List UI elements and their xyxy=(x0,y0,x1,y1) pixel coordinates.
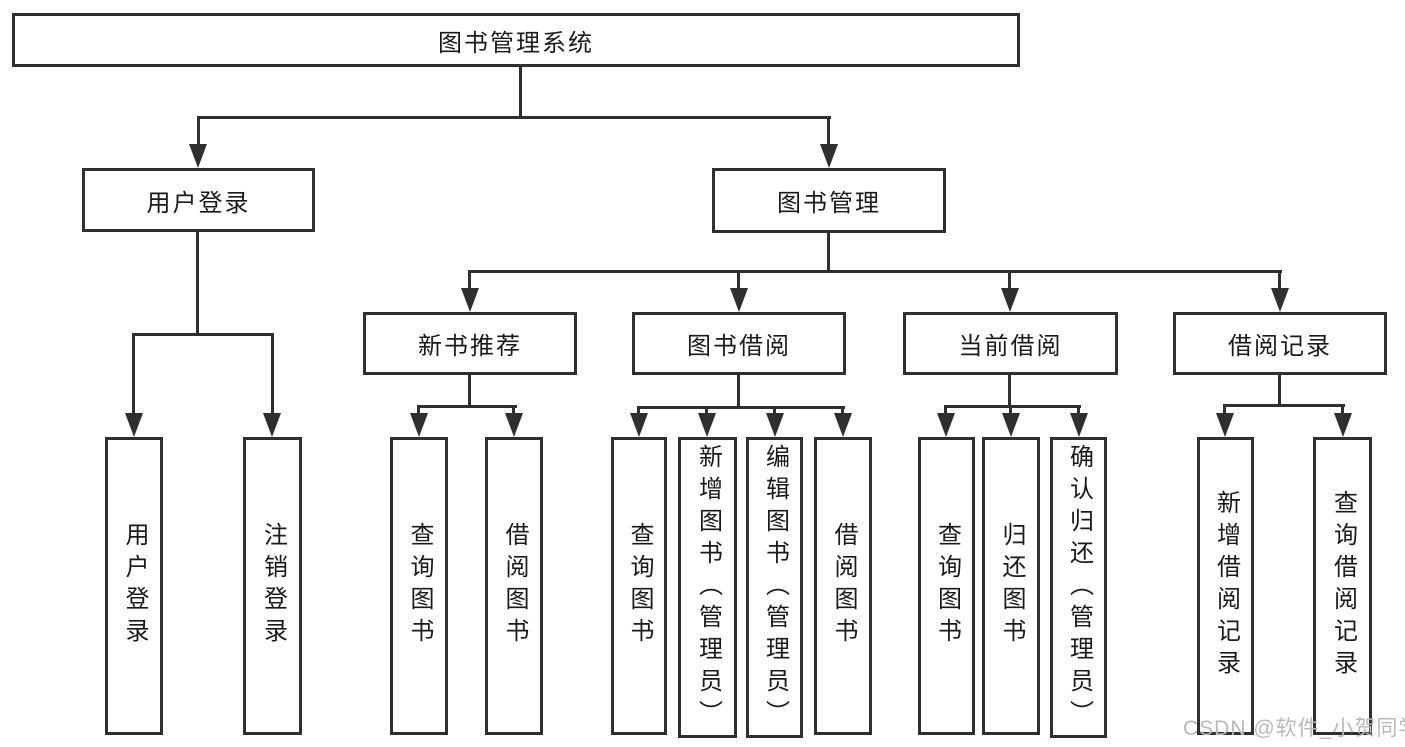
leaf-edit-books-admin: 编辑图书（管理员） xyxy=(746,437,803,738)
node-current-borrowing: 当前借阅 xyxy=(903,312,1118,375)
arrow-down-add-borrowing-record xyxy=(1216,413,1234,437)
connector-bookmgmt-drop-2 xyxy=(737,270,740,292)
arrow-down-add-books-admin xyxy=(698,413,716,437)
arrow-down-edit-books-admin xyxy=(766,413,784,437)
connector-bookmgmt-split xyxy=(468,270,1282,273)
arrow-down-borrow-books-recommend xyxy=(505,413,523,437)
leaf-query-books-borrowing-label: 查询图书 xyxy=(626,522,653,650)
connector-borrowing-split xyxy=(637,406,845,409)
leaf-query-books-current-label: 查询图书 xyxy=(933,522,961,650)
connector-current-drop-1 xyxy=(944,405,947,417)
connector-root-drop-right xyxy=(827,116,830,148)
arrow-down-query-books-current xyxy=(937,413,955,437)
leaf-borrow-books: 借阅图书 xyxy=(814,437,872,735)
leaf-query-borrowing-record-label: 查询借阅记录 xyxy=(1329,490,1357,682)
connector-records-split xyxy=(1223,404,1345,407)
node-borrowing-records: 借阅记录 xyxy=(1173,312,1387,375)
leaf-query-books-borrowing: 查询图书 xyxy=(611,437,667,735)
connector-borrowing-drop-3 xyxy=(773,406,776,417)
connector-borrowing-drop-4 xyxy=(841,406,844,417)
arrow-down-query-books-recommend xyxy=(410,413,428,437)
connector-userlogin-split xyxy=(132,333,274,336)
connector-bookmgmt-drop-4 xyxy=(1278,270,1281,292)
connector-userlogin-drop-1 xyxy=(132,333,135,415)
leaf-return-books-label: 归还图书 xyxy=(998,522,1025,650)
connector-records-stem xyxy=(1278,375,1281,407)
leaf-confirm-return-admin: 确认归还（管理员） xyxy=(1050,437,1107,738)
arrow-down-confirm-return-admin xyxy=(1070,413,1088,437)
leaf-query-borrowing-record: 查询借阅记录 xyxy=(1313,437,1372,735)
arrow-down-leaf-user-login xyxy=(125,413,143,437)
leaf-user-login-label: 用户登录 xyxy=(121,522,148,650)
arrow-down-borrowing-records xyxy=(1271,288,1289,312)
arrow-down-new-book-recommendation xyxy=(461,288,479,312)
arrow-down-return-books xyxy=(1002,413,1020,437)
connector-userlogin-stem xyxy=(196,232,199,336)
connector-recommend-stem xyxy=(468,375,471,408)
node-user-login: 用户登录 xyxy=(82,168,315,232)
leaf-confirm-return-admin-label: 确认归还（管理员） xyxy=(1065,443,1093,732)
leaf-borrow-books-recommend: 借阅图书 xyxy=(485,437,543,735)
arrow-down-user-login xyxy=(189,144,207,168)
csdn-watermark: CSDN @软件_小贺同学 xyxy=(1183,717,1405,740)
node-new-book-recommendation: 新书推荐 xyxy=(363,312,577,375)
leaf-add-books-admin: 新增图书（管理员） xyxy=(678,437,737,738)
leaf-user-login: 用户登录 xyxy=(105,437,163,735)
node-root: 图书管理系统 xyxy=(12,13,1020,67)
connector-bookmgmt-drop-3 xyxy=(1008,270,1011,292)
leaf-query-books-recommend: 查询图书 xyxy=(390,437,448,735)
arrow-down-query-books-borrowing xyxy=(630,413,648,437)
connector-records-drop-1 xyxy=(1223,404,1226,417)
leaf-borrow-books-recommend-label: 借阅图书 xyxy=(501,522,528,650)
connector-root-stem xyxy=(519,67,522,118)
connector-current-stem xyxy=(1008,375,1011,408)
connector-bookmgmt-drop-1 xyxy=(468,270,471,292)
leaf-return-books: 归还图书 xyxy=(982,437,1040,735)
leaf-query-books-recommend-label: 查询图书 xyxy=(406,522,433,650)
connector-current-split xyxy=(944,405,1081,408)
arrow-down-leaf-logout xyxy=(263,413,281,437)
connector-recommend-split xyxy=(417,405,517,408)
node-book-management: 图书管理 xyxy=(712,168,946,233)
node-book-borrowing: 图书借阅 xyxy=(632,312,846,375)
arrow-down-book-management xyxy=(820,144,838,168)
connector-current-drop-3 xyxy=(1077,405,1080,417)
connector-recommend-drop-1 xyxy=(417,405,420,417)
arrow-down-book-borrowing xyxy=(730,288,748,312)
leaf-add-books-admin-label: 新增图书（管理员） xyxy=(694,443,722,732)
leaf-add-borrowing-record: 新增借阅记录 xyxy=(1197,437,1254,735)
connector-borrowing-drop-1 xyxy=(637,406,640,417)
connector-root-drop-left xyxy=(197,116,200,148)
connector-root-split xyxy=(197,116,831,119)
arrow-down-current-borrowing xyxy=(1001,288,1019,312)
connector-userlogin-drop-2 xyxy=(271,333,274,415)
leaf-edit-books-admin-label: 编辑图书（管理员） xyxy=(761,443,789,732)
connector-bookmgmt-stem xyxy=(827,233,830,273)
leaf-logout-label: 注销登录 xyxy=(259,522,287,650)
leaf-logout: 注销登录 xyxy=(243,437,302,735)
arrow-down-query-borrowing-record xyxy=(1334,413,1352,437)
connector-recommend-drop-2 xyxy=(512,405,515,417)
arrow-down-borrow-books xyxy=(834,413,852,437)
leaf-borrow-books-label: 借阅图书 xyxy=(830,522,857,650)
leaf-add-borrowing-record-label: 新增借阅记录 xyxy=(1212,490,1240,682)
connector-borrowing-stem xyxy=(737,375,740,409)
connector-current-drop-2 xyxy=(1009,405,1012,417)
connector-records-drop-2 xyxy=(1341,404,1344,417)
leaf-query-books-current: 查询图书 xyxy=(918,437,975,735)
connector-borrowing-drop-2 xyxy=(705,406,708,417)
